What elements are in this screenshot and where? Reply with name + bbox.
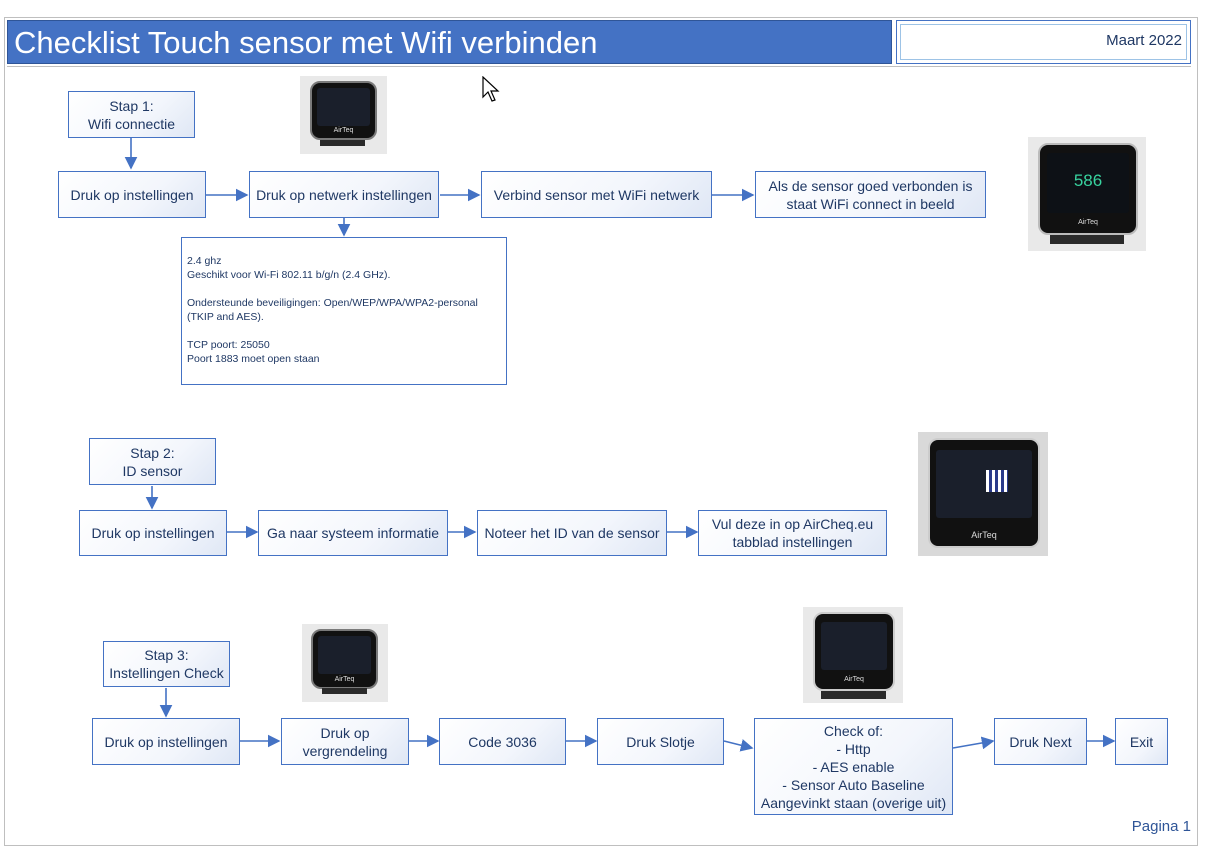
info-line (187, 324, 501, 338)
page-frame (4, 17, 1198, 846)
step3-box-1: Druk op instellingen (92, 718, 240, 765)
device-brand: AirTeq (1078, 219, 1098, 226)
step2-box-1: Druk op instellingen (79, 510, 227, 556)
step1-box-3: Verbind sensor met WiFi netwerk (481, 171, 712, 218)
arrow (723, 739, 754, 752)
mouse-cursor-icon (482, 76, 500, 102)
wifi-info-box: 2.4 ghz Geschikt voor Wi-Fi 802.11 b/g/n… (181, 237, 507, 385)
step3-box-3: Code 3036 (439, 718, 566, 765)
date-box: Maart 2022 (896, 20, 1191, 64)
info-line: 2.4 ghz (187, 255, 222, 267)
device-photo-lock: AirTeq (803, 607, 903, 703)
device-photo-settings-2: AirTeq (302, 624, 388, 702)
date-label: Maart 2022 (1106, 32, 1182, 49)
step3-box-5: Check of: - Http - AES enable - Sensor A… (754, 718, 953, 815)
info-line (187, 282, 501, 296)
device-brand: AirTeq (333, 127, 354, 134)
step1-box-1: Druk op instellingen (58, 171, 206, 218)
page-title: Checklist Touch sensor met Wifi verbinde… (7, 20, 892, 64)
arrow (952, 736, 995, 750)
info-line: TCP poort: 25050 (187, 339, 270, 351)
info-line: Geschikt voor Wi-Fi 802.11 b/g/n (2.4 GH… (187, 269, 391, 281)
step1-box-4: Als de sensor goed verbonden is staat Wi… (755, 171, 986, 218)
device-photo-settings: AirTeq (300, 76, 387, 154)
info-line: (TKIP and AES). (187, 311, 264, 323)
device-brand: AirTeq (971, 530, 997, 540)
step3-label: Stap 3: Instellingen Check (103, 641, 230, 687)
step3-box-4: Druk Slotje (597, 718, 724, 765)
header-divider (7, 66, 1191, 67)
step1-box-2: Druk op netwerk instellingen (249, 171, 439, 218)
device-photo-qr: AirTeq (918, 432, 1048, 556)
step3-box-2: Druk op vergrendeling (281, 718, 409, 765)
info-line: Ondersteunde beveiligingen: Open/WEP/WPA… (187, 297, 478, 309)
step3-box-6: Druk Next (994, 718, 1087, 765)
device-brand: AirTeq (334, 676, 355, 683)
device-reading: 586 (1073, 171, 1103, 190)
step2-box-3: Noteer het ID van de sensor (477, 510, 667, 556)
info-line: Poort 1883 moet open staan (187, 353, 320, 365)
device-brand: AirTeq (844, 676, 864, 683)
step2-box-4: Vul deze in op AirCheq.eu tabblad instel… (698, 510, 887, 556)
step3-box-7: Exit (1115, 718, 1168, 765)
page-number: Pagina 1 (1131, 818, 1191, 835)
step2-box-2: Ga naar systeem informatie (258, 510, 448, 556)
step1-label: Stap 1: Wifi connectie (68, 91, 195, 138)
step2-label: Stap 2: ID sensor (89, 438, 216, 485)
